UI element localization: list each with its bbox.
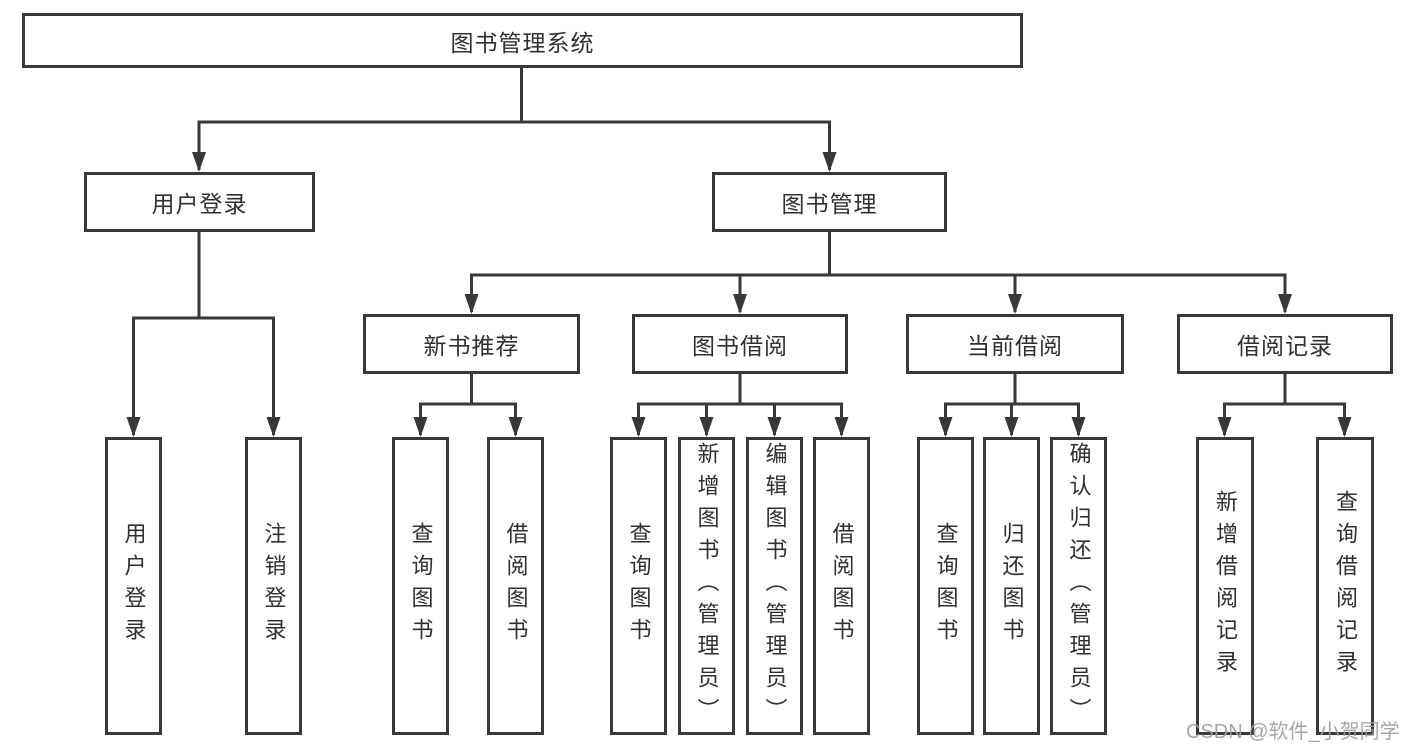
- leaf-edit-books-admin: 编辑图书（管理员）: [746, 437, 803, 735]
- arrow-down-icon: [1004, 417, 1019, 437]
- leaf-confirm-return-admin: 确认归还（管理员）: [1050, 437, 1107, 735]
- arrow-down-icon: [1337, 417, 1352, 437]
- arrow-down-icon: [1217, 417, 1232, 437]
- leaf-user-login: 用户登录: [105, 437, 162, 735]
- connector-borrow-to-leaves: [631, 374, 849, 437]
- arrow-down-icon: [1071, 417, 1086, 437]
- node-new-book-recommend: 新书推荐: [363, 314, 580, 374]
- connector-current-to-leaves: [938, 374, 1086, 437]
- arrow-down-icon: [266, 417, 281, 437]
- arrow-down-icon: [1278, 294, 1292, 314]
- node-book-borrow: 图书借阅: [632, 314, 848, 374]
- connector-root-to-level1: [192, 68, 837, 172]
- arrow-down-icon: [699, 417, 714, 437]
- arrow-down-icon: [508, 417, 523, 437]
- arrow-down-icon: [733, 294, 747, 314]
- arrow-down-icon: [464, 294, 479, 314]
- node-borrow-records: 借阅记录: [1177, 314, 1393, 374]
- leaf-add-books-admin: 新增图书（管理员）: [678, 437, 735, 735]
- arrow-down-icon: [126, 417, 141, 437]
- arrow-down-icon: [822, 152, 837, 172]
- arrow-down-icon: [834, 417, 849, 437]
- csdn-watermark: CSDN @软件_小贺同学: [1186, 721, 1400, 743]
- leaf-borrow-books: 借阅图书: [813, 437, 870, 735]
- leaf-borrow-books-recommend: 借阅图书: [487, 437, 544, 735]
- arrow-down-icon: [938, 417, 953, 437]
- leaf-logout: 注销登录: [245, 437, 302, 735]
- leaf-query-books-recommend: 查询图书: [392, 437, 449, 735]
- arrow-down-icon: [413, 417, 428, 437]
- leaf-return-books: 归还图书: [983, 437, 1040, 735]
- connector-records-to-leaves: [1217, 374, 1352, 437]
- node-book-management: 图书管理: [712, 172, 947, 232]
- arrow-down-icon: [767, 417, 782, 437]
- connector-recommend-to-leaves: [413, 374, 523, 437]
- arrow-down-icon: [631, 417, 646, 437]
- arrow-down-icon: [1008, 294, 1022, 314]
- leaf-add-borrow-record: 新增借阅记录: [1196, 437, 1254, 735]
- connector-management-to-level2: [464, 232, 1292, 314]
- leaf-query-books-current: 查询图书: [917, 437, 974, 735]
- arrow-down-icon: [192, 152, 206, 172]
- node-user-login: 用户登录: [84, 172, 315, 232]
- connector-login-to-leaves: [126, 232, 281, 437]
- node-current-borrow: 当前借阅: [906, 314, 1124, 374]
- leaf-query-borrow-record: 查询借阅记录: [1316, 437, 1374, 735]
- node-library-management-system: 图书管理系统: [22, 13, 1023, 68]
- leaf-query-books-borrow: 查询图书: [610, 437, 667, 735]
